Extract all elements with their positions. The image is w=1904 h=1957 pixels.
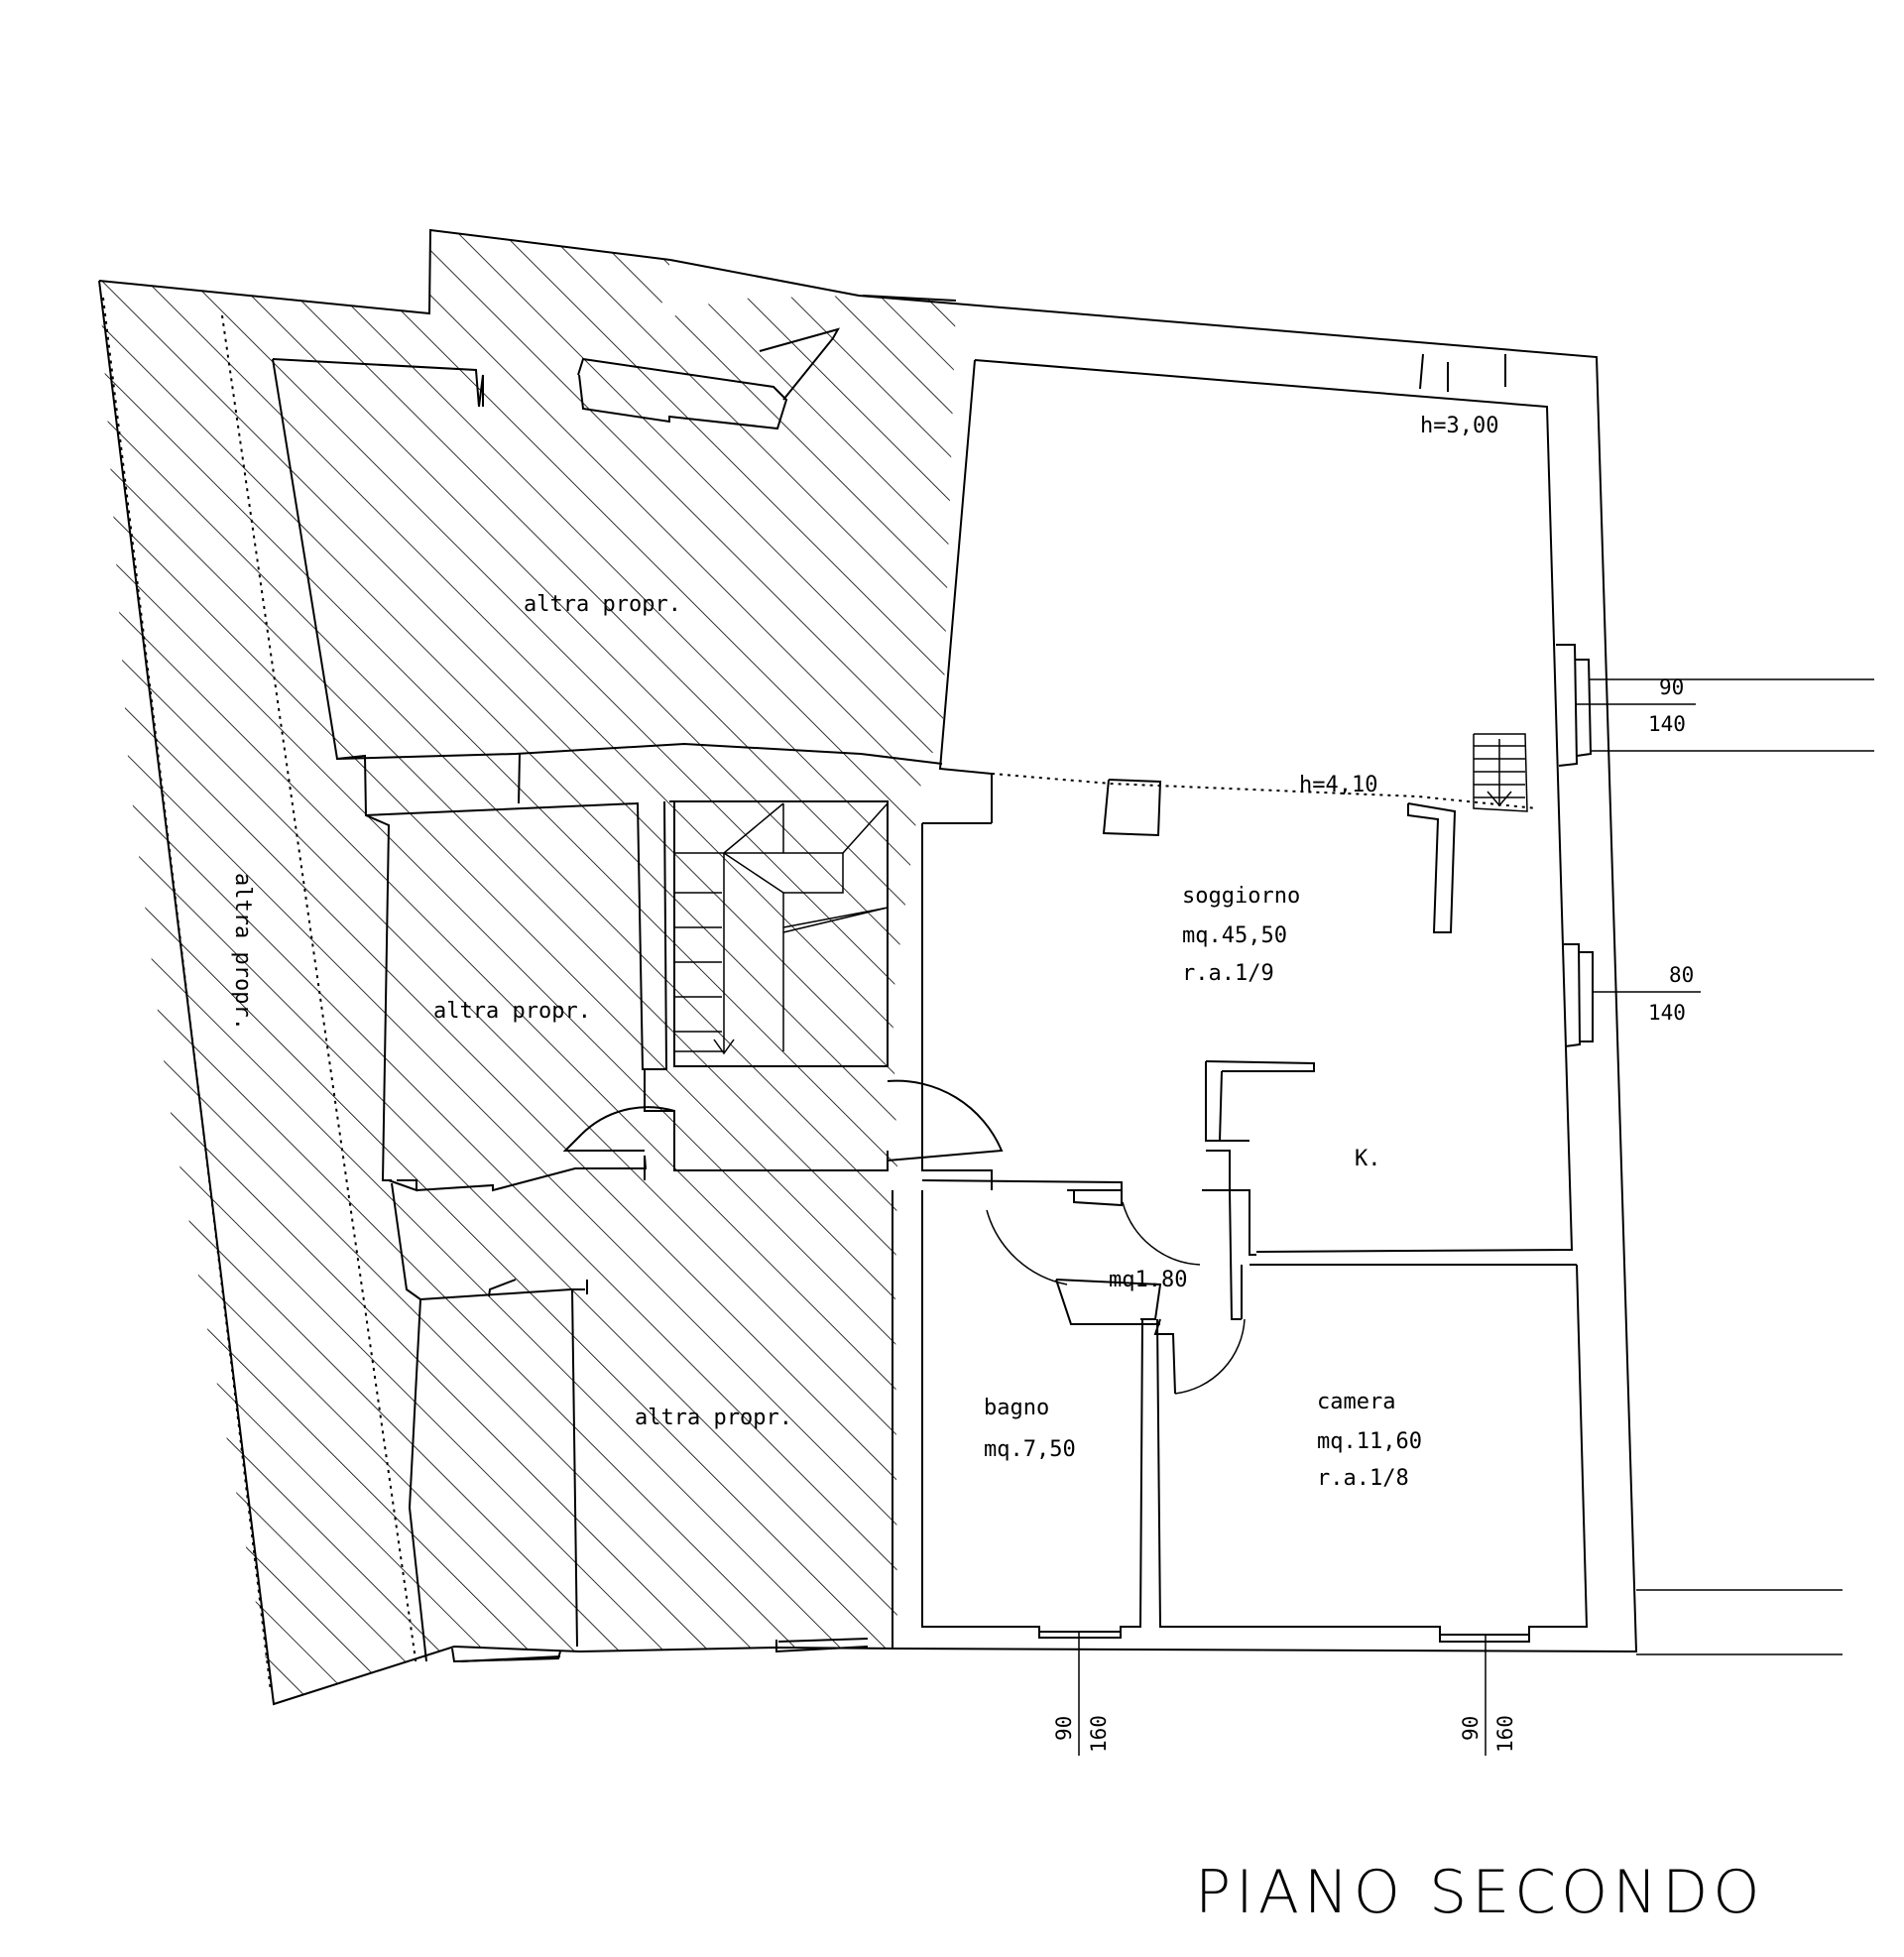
plan-title: PIANO SECONDO — [1195, 1858, 1765, 1927]
camera-area: mq.11,60 — [1317, 1429, 1422, 1454]
height-lower-label: h=4,10 — [1299, 773, 1377, 797]
bagno-name: bagno — [984, 1396, 1049, 1420]
apartment-walls — [921, 353, 1594, 1643]
stairwell — [562, 800, 1004, 1171]
kitchen-label: K. — [1355, 1147, 1381, 1171]
soggiorno-area: mq.45,50 — [1182, 923, 1287, 948]
window-east-upper-width: 90 — [1659, 675, 1684, 699]
other-property-label-middle: altra propr. — [433, 999, 591, 1024]
window-dimension-lines — [1078, 678, 1874, 1756]
other-property-label-bottom: altra propr. — [635, 1406, 792, 1430]
bagno-area: mq.7,50 — [984, 1437, 1076, 1462]
soggiorno-name: soggiorno — [1182, 884, 1300, 909]
window-south-bagno-height: 160 — [1087, 1715, 1111, 1753]
corridor-area: mq1.80 — [1109, 1268, 1187, 1292]
window-south-camera-width: 90 — [1459, 1716, 1483, 1741]
window-east-upper-height: 140 — [1648, 712, 1686, 736]
height-upper-label: h=3,00 — [1420, 414, 1498, 438]
window-east-lower-height: 140 — [1648, 1001, 1686, 1025]
building-outline — [98, 228, 1638, 1706]
soggiorno-ratio: r.a.1/9 — [1182, 961, 1274, 986]
other-property-label-side: altra propr. — [230, 873, 255, 1031]
other-property-label-top: altra propr. — [524, 592, 681, 617]
camera-ratio: r.a.1/8 — [1317, 1466, 1409, 1491]
window-south-camera-height: 160 — [1493, 1715, 1517, 1753]
window-south-bagno-width: 90 — [1052, 1716, 1076, 1741]
other-property-hatching — [99, 230, 956, 1704]
window-east-lower-width: 80 — [1669, 963, 1694, 987]
other-property-walls — [272, 327, 943, 1663]
camera-name: camera — [1317, 1390, 1395, 1414]
